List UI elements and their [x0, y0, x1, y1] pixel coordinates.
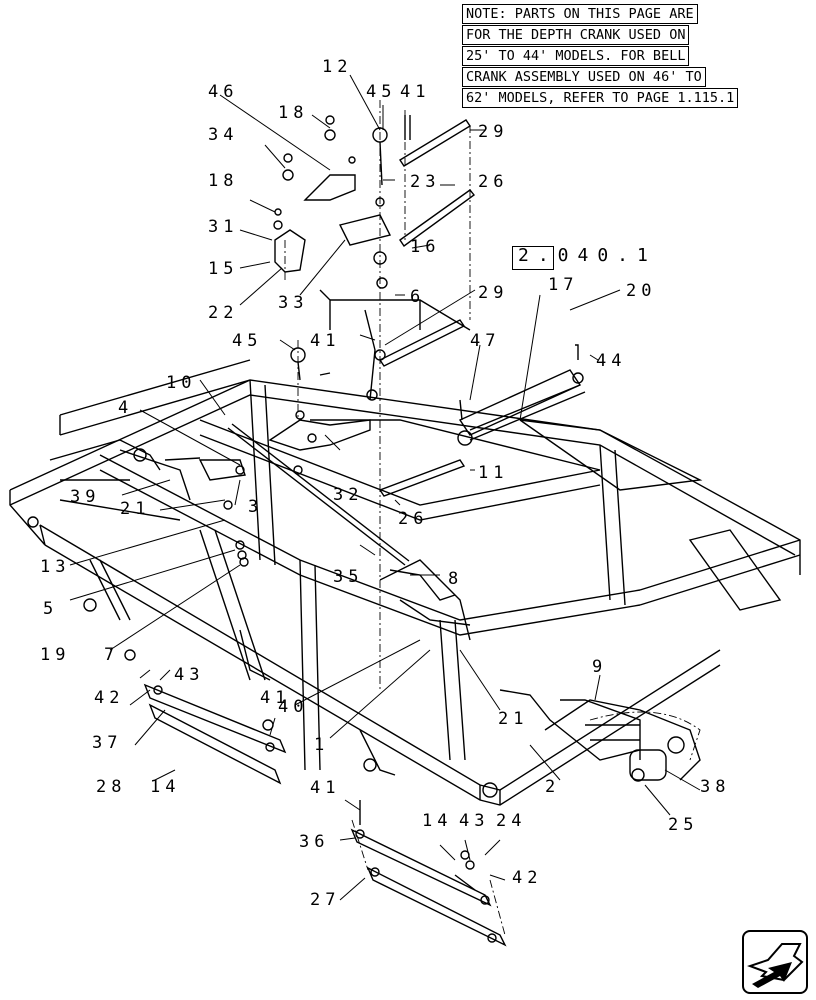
callout-33: 33 [278, 293, 308, 313]
callout-5: 5 [43, 599, 58, 619]
callout-32: 32 [333, 485, 363, 505]
callout-8: 8 [448, 569, 463, 589]
callout-34: 34 [208, 125, 238, 145]
crank-assembly-upper [273, 115, 476, 289]
callout-18: 18 [208, 171, 238, 191]
callout-20: 20 [626, 281, 656, 301]
note-line: 62' MODELS, REFER TO PAGE 1.115.1 [462, 88, 739, 108]
callout-41: 41 [400, 82, 430, 102]
callout-47: 47 [470, 331, 500, 351]
callout-2: 2 [545, 777, 560, 797]
frame-structure [9, 289, 801, 806]
lower-links [124, 649, 507, 947]
callout-21: 21 [120, 499, 150, 519]
callout-22: 22 [208, 303, 238, 323]
callout-21: 21 [498, 709, 528, 729]
next-page-button[interactable] [742, 930, 808, 994]
callout-43: 43 [459, 811, 489, 831]
callout-24: 24 [496, 811, 526, 831]
callout-37: 37 [92, 733, 122, 753]
callout-27: 27 [310, 890, 340, 910]
callout-26: 26 [478, 172, 508, 192]
callout-43: 43 [174, 665, 204, 685]
reference-box [512, 246, 554, 270]
callout-45: 45 [232, 331, 262, 351]
callout-6: 6 [410, 287, 425, 307]
callout-39: 39 [70, 487, 100, 507]
callout-15: 15 [208, 259, 238, 279]
leader-lines [69, 74, 701, 901]
callout-41: 41 [310, 778, 340, 798]
callout-41: 41 [310, 331, 340, 351]
note-line: FOR THE DEPTH CRANK USED ON [462, 25, 690, 45]
callout-45: 45 [366, 82, 396, 102]
callout-7: 7 [104, 645, 119, 665]
turnbuckle-rod [164, 423, 456, 601]
callout-23: 23 [410, 172, 440, 192]
callout-29: 29 [478, 283, 508, 303]
callout-17: 17 [548, 275, 578, 295]
callout-38: 38 [700, 777, 730, 797]
callout-40: 40 [278, 697, 308, 717]
reference-number[interactable]: 2.040.1 [518, 245, 657, 266]
callout-14: 14 [150, 777, 180, 797]
crank-assembly-middle [268, 309, 466, 497]
callout-31: 31 [208, 217, 238, 237]
callout-25: 25 [668, 815, 698, 835]
callout-10: 10 [166, 373, 196, 393]
callout-1: 1 [314, 735, 329, 755]
note-line: NOTE: PARTS ON THIS PAGE ARE [462, 4, 698, 24]
callout-29: 29 [478, 122, 508, 142]
callout-12: 12 [322, 57, 352, 77]
callout-42: 42 [94, 688, 124, 708]
hydraulic-cylinder [457, 344, 586, 446]
next-page-arrow-icon [747, 943, 804, 988]
callout-41: 41 [260, 688, 290, 708]
callout-19: 19 [40, 645, 70, 665]
note-line: CRANK ASSEMBLY USED ON 46' TO [462, 67, 706, 87]
pivot-block [544, 699, 701, 782]
callout-44: 44 [596, 351, 626, 371]
note-box: NOTE: PARTS ON THIS PAGE ARE FOR THE DEP… [462, 4, 739, 109]
callout-35: 35 [333, 567, 363, 587]
callout-46: 46 [208, 82, 238, 102]
callout-14: 14 [422, 811, 452, 831]
callout-11: 11 [478, 463, 508, 483]
callout-13: 13 [40, 557, 70, 577]
note-line: 25' TO 44' MODELS. FOR BELL [462, 46, 690, 66]
callout-36: 36 [299, 832, 329, 852]
callout-16: 16 [410, 237, 440, 257]
centerlines [284, 100, 701, 936]
callout-42: 42 [512, 868, 542, 888]
callout-18: 18 [278, 103, 308, 123]
callout-28: 28 [96, 777, 126, 797]
callout-26: 26 [398, 509, 428, 529]
callout-4: 4 [118, 398, 133, 418]
callout-9: 9 [592, 657, 607, 677]
callout-3: 3 [248, 497, 263, 517]
